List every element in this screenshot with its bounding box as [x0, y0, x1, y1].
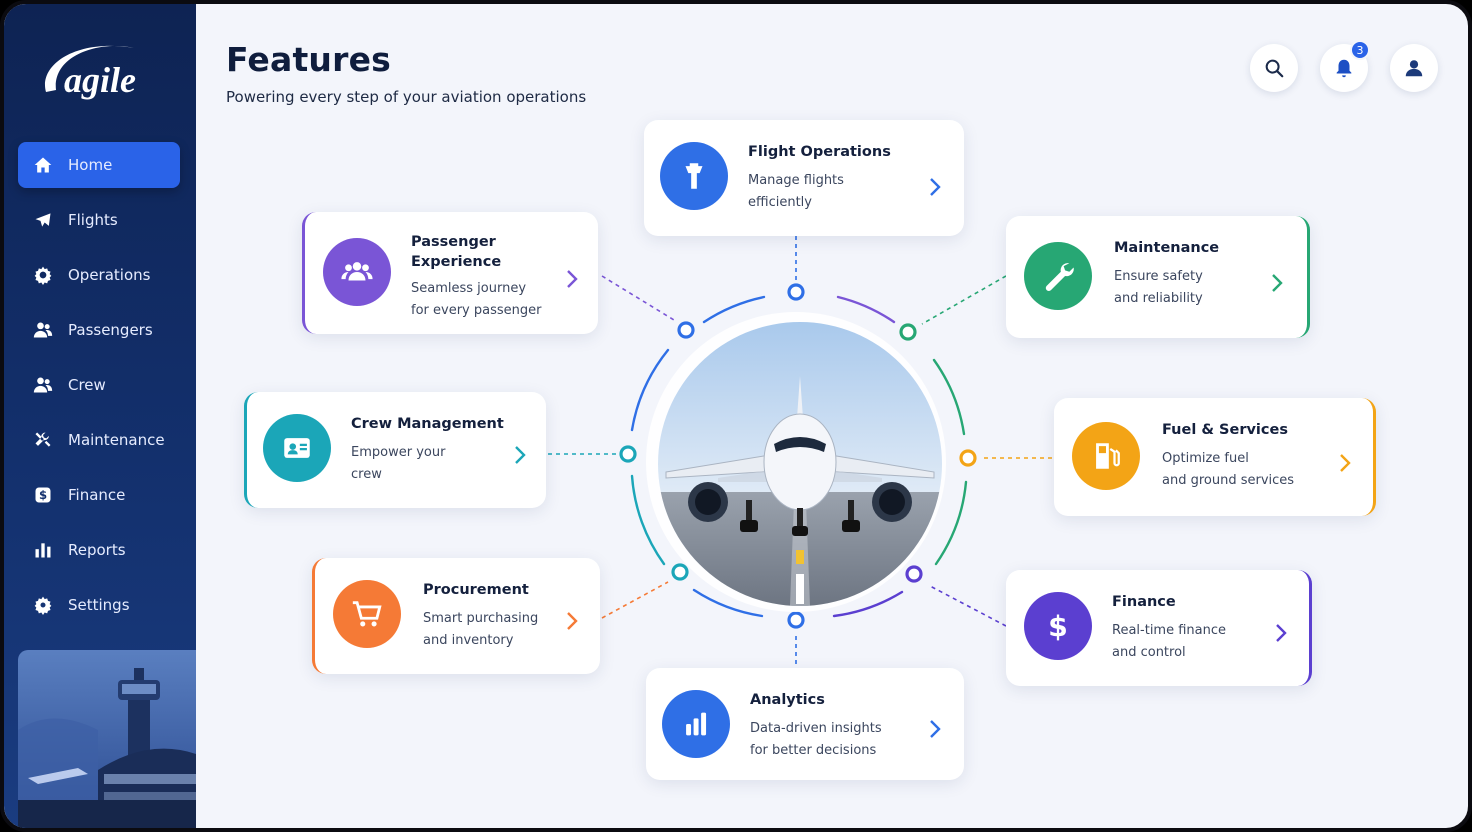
feature-title: Finance [1112, 594, 1176, 610]
dollar-icon: $ [1024, 592, 1092, 660]
chevron-right-icon [926, 176, 944, 198]
chevron-right-icon [1272, 622, 1290, 644]
sidebar-item-label: Maintenance [68, 431, 165, 449]
airplane-on-runway-image [658, 322, 942, 606]
agile-logo[interactable]: agile [38, 34, 148, 118]
bell-icon [1336, 59, 1352, 78]
users-icon [32, 319, 54, 341]
feature-desc: and reliability [1114, 291, 1203, 306]
search-icon [1265, 59, 1284, 78]
feature-desc: Seamless journey [411, 281, 527, 296]
chevron-right-icon [1268, 272, 1286, 294]
bar-chart-icon [662, 690, 730, 758]
feature-card-flight-operations[interactable]: Flight Operations Manage flights efficie… [644, 120, 964, 236]
sidebar-item-label: Finance [68, 486, 126, 504]
page-subtitle: Powering every step of your aviation ope… [226, 88, 587, 106]
airport-tower-illustration [18, 650, 196, 828]
sidebar: agile Home Flights Operations Passengers [4, 4, 196, 828]
feature-desc: Ensure safety [1114, 269, 1203, 284]
feature-title: Fuel & Services [1162, 422, 1288, 438]
feature-desc: for every passenger [411, 303, 542, 318]
tools-icon [32, 429, 54, 451]
control-tower-icon [660, 142, 728, 210]
feature-card-finance[interactable]: $ Finance Real-time finance and control [1006, 570, 1312, 686]
shopping-cart-icon [333, 580, 401, 648]
feature-desc: crew [351, 467, 382, 482]
sidebar-nav: Home Flights Operations Passengers Crew … [18, 142, 180, 637]
wrench-icon [1024, 242, 1092, 310]
search-button[interactable] [1250, 44, 1298, 92]
sidebar-item-label: Home [68, 156, 113, 174]
feature-desc: Real-time finance [1112, 623, 1226, 638]
feature-title: Crew Management [351, 416, 504, 432]
chevron-right-icon [563, 268, 581, 290]
plane-icon [32, 209, 54, 231]
feature-desc: Optimize fuel [1162, 451, 1249, 466]
chevron-right-icon [926, 718, 944, 740]
sidebar-item-label: Flights [68, 211, 118, 229]
feature-title: Procurement [423, 582, 529, 598]
feature-title: Maintenance [1114, 240, 1220, 256]
users-icon [32, 374, 54, 396]
notification-badge: 3 [1350, 40, 1370, 60]
feature-desc: Empower your [351, 445, 446, 460]
feature-title: Experience [411, 254, 502, 270]
dollar-icon: $ [32, 484, 54, 506]
sidebar-item-home[interactable]: Home [18, 142, 180, 188]
sidebar-item-passengers[interactable]: Passengers [18, 307, 180, 353]
svg-text:agile: agile [64, 60, 136, 100]
notifications-button[interactable] [1320, 44, 1368, 92]
user-icon [1405, 60, 1423, 77]
bar-chart-icon [32, 539, 54, 561]
feature-desc: for better decisions [750, 743, 877, 758]
chevron-right-icon [511, 444, 529, 466]
feature-desc: and control [1112, 645, 1186, 660]
sidebar-item-label: Operations [68, 266, 151, 284]
sidebar-item-settings[interactable]: Settings [18, 582, 180, 628]
sidebar-item-label: Settings [68, 596, 130, 614]
feature-card-procurement[interactable]: Procurement Smart purchasing and invento… [312, 558, 600, 674]
feature-desc: Smart purchasing [423, 611, 539, 626]
sidebar-item-label: Passengers [68, 321, 153, 339]
sidebar-item-reports[interactable]: Reports [18, 527, 180, 573]
feature-desc: Data-driven insights [750, 721, 882, 736]
chevron-right-icon [1336, 452, 1354, 474]
profile-button[interactable] [1390, 44, 1438, 92]
id-card-icon [263, 414, 331, 482]
feature-desc: Manage flights [748, 173, 844, 188]
sidebar-item-flights[interactable]: Flights [18, 197, 180, 243]
feature-card-fuel-services[interactable]: Fuel & Services Optimize fuel and ground… [1054, 398, 1376, 516]
feature-desc: efficiently [748, 195, 812, 210]
gear-icon [32, 264, 54, 286]
sidebar-item-crew[interactable]: Crew [18, 362, 180, 408]
feature-desc: and inventory [423, 633, 514, 648]
sidebar-item-label: Reports [68, 541, 126, 559]
sidebar-item-maintenance[interactable]: Maintenance [18, 417, 180, 463]
users-group-icon [323, 238, 391, 306]
feature-title: Passenger [411, 234, 496, 250]
sidebar-item-finance[interactable]: $ Finance [18, 472, 180, 518]
settings-icon [32, 594, 54, 616]
feature-card-crew-management[interactable]: Crew Management Empower your crew [244, 392, 546, 508]
feature-card-analytics[interactable]: Analytics Data-driven insights for bette… [646, 668, 964, 780]
feature-desc: and ground services [1162, 473, 1295, 488]
svg-text:$: $ [39, 488, 47, 502]
feature-title: Analytics [750, 692, 825, 708]
svg-text:$: $ [1048, 610, 1068, 643]
home-icon [32, 154, 54, 176]
sidebar-item-operations[interactable]: Operations [18, 252, 180, 298]
chevron-right-icon [563, 610, 581, 632]
feature-title: Flight Operations [748, 144, 891, 160]
feature-card-passenger-experience[interactable]: Passenger Experience Seamless journey fo… [302, 212, 598, 334]
page-title: Features [226, 40, 392, 79]
feature-card-maintenance[interactable]: Maintenance Ensure safety and reliabilit… [1006, 216, 1310, 338]
fuel-pump-icon [1072, 422, 1140, 490]
sidebar-item-label: Crew [68, 376, 106, 394]
